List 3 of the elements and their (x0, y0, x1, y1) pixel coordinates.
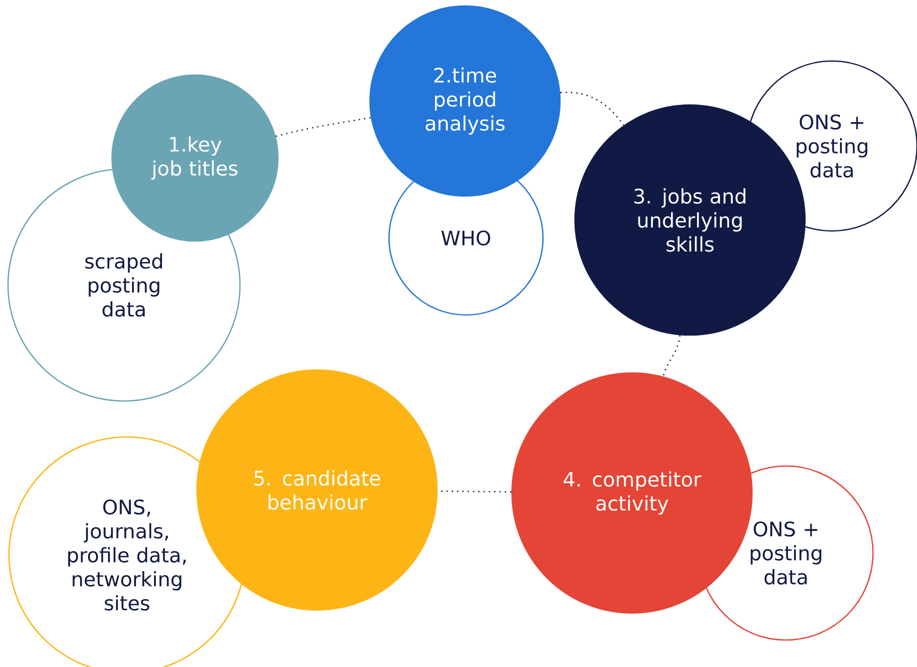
dotted-connector (662, 335, 681, 377)
dotted-connector (560, 92, 624, 126)
dotted-connector (276, 116, 371, 137)
